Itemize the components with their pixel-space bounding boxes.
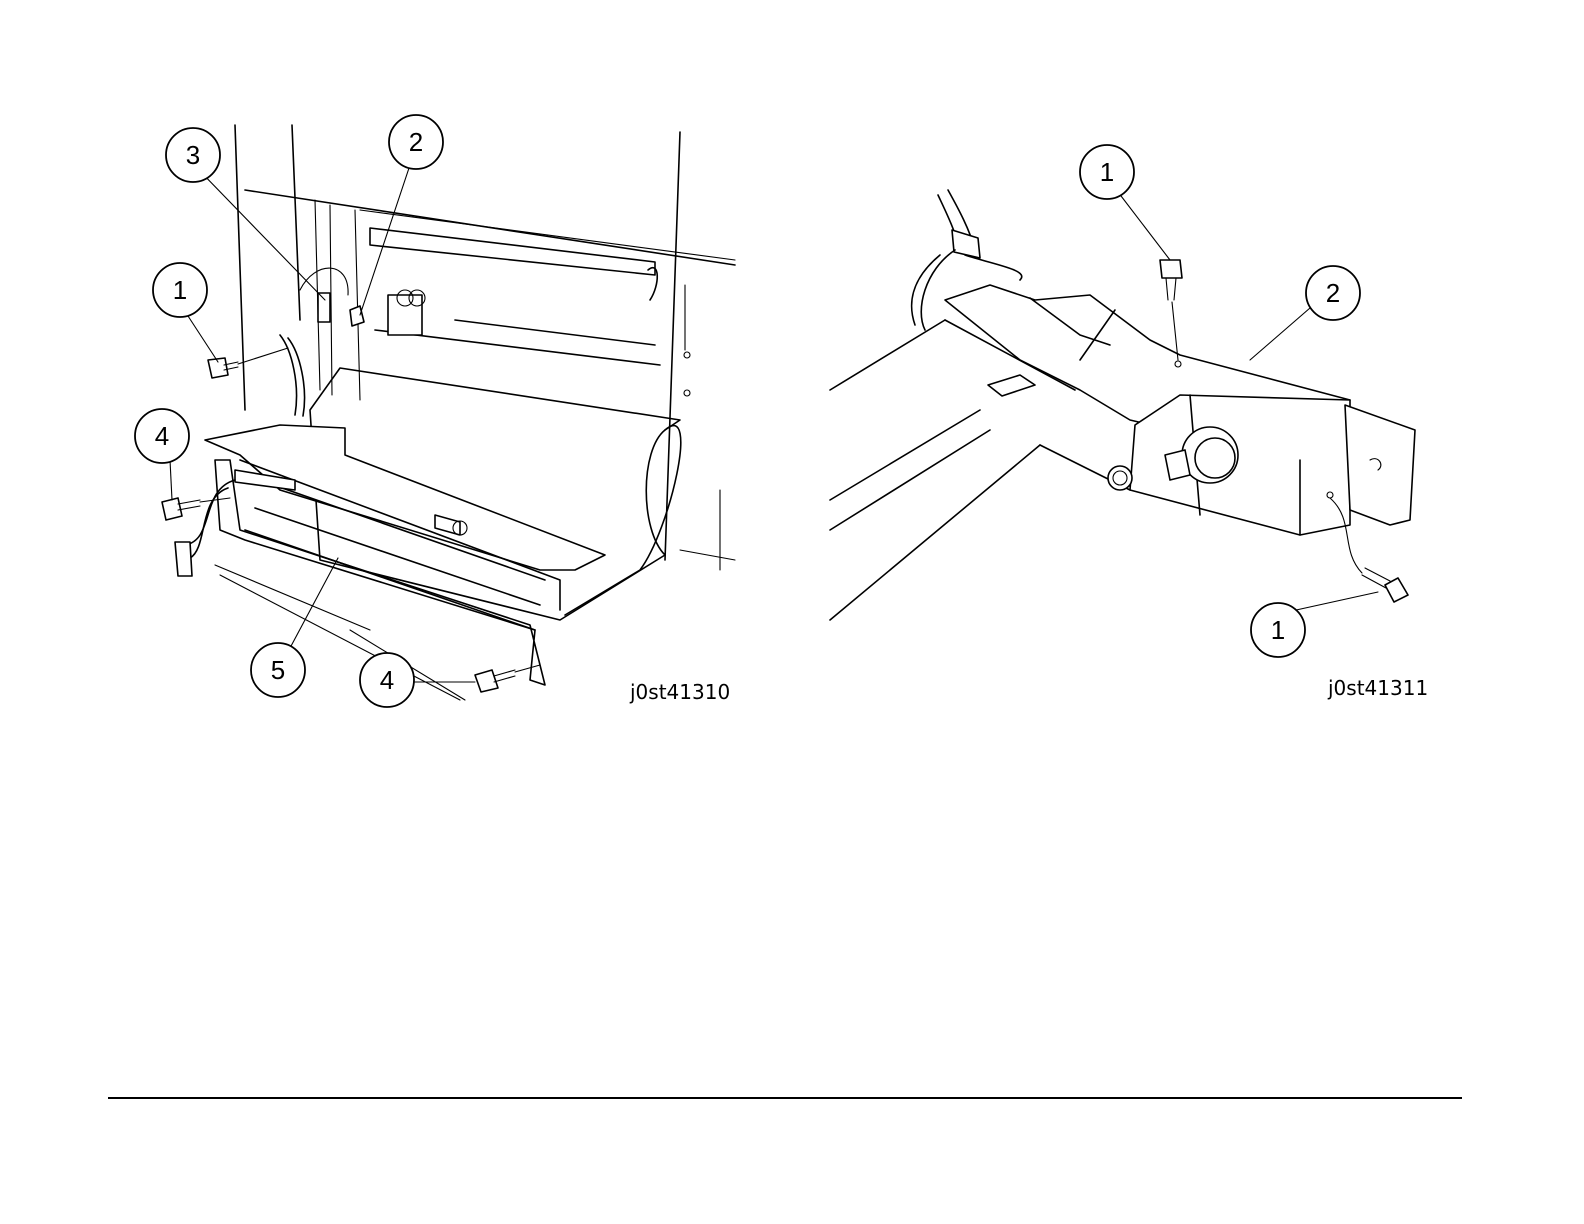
- callout-5: 5: [251, 643, 305, 697]
- callout-1-top: 1: [1080, 145, 1134, 199]
- callout-1-label: 1: [173, 275, 187, 305]
- illustration-left: 3 2 1 4 5 4: [120, 110, 760, 720]
- screw-right-bottom-icon: [1362, 568, 1408, 602]
- callout-1-bottom-label: 1: [1271, 615, 1285, 645]
- callout-1-bottom: 1: [1251, 603, 1305, 657]
- callout-3-label: 3: [186, 140, 200, 170]
- figure-id-right: j0st41311: [1328, 676, 1428, 700]
- footer-rule: [108, 1097, 1462, 1099]
- illustration-right: 1 2 1: [830, 130, 1450, 720]
- callout-2: 2: [1306, 266, 1360, 320]
- callout-2-label: 2: [409, 127, 423, 157]
- callout-4-bottom: 4: [360, 653, 414, 707]
- callout-1: 1: [153, 263, 207, 317]
- screw-right-top-icon: [1160, 260, 1182, 300]
- left-line-drawing: 3 2 1 4 5 4: [120, 110, 760, 720]
- callout-2-label: 2: [1326, 278, 1340, 308]
- callout-4-left-label: 4: [155, 421, 169, 451]
- callout-2: 2: [389, 115, 443, 169]
- right-line-drawing: 1 2 1: [830, 130, 1450, 720]
- figure-id-left: j0st41310: [630, 680, 730, 704]
- callout-4-bottom-label: 4: [380, 665, 394, 695]
- screw-left-4b-icon: [475, 670, 515, 692]
- callout-4-left: 4: [135, 409, 189, 463]
- screw-left-1-icon: [208, 358, 238, 378]
- callout-5-label: 5: [271, 655, 285, 685]
- callout-3: 3: [166, 128, 220, 182]
- callout-1-top-label: 1: [1100, 157, 1114, 187]
- screw-left-4a-icon: [162, 498, 200, 520]
